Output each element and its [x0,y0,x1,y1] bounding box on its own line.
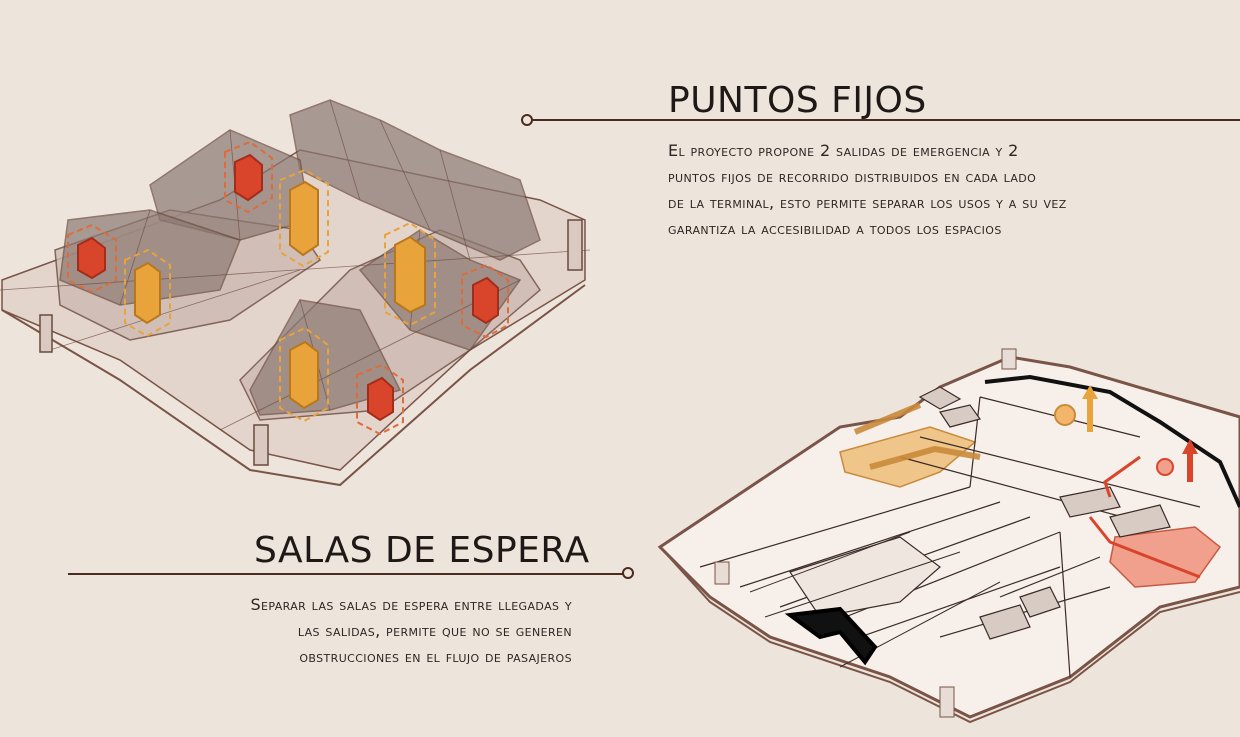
fixed-point-3 [394,235,426,314]
platform-post-2 [253,424,269,466]
floor-plan-post-1 [1001,348,1017,370]
fixed-point-4 [289,340,319,410]
emergency-exit-4 [367,376,394,422]
terminal-axonometric-3d [0,99,591,487]
fixed-point-markers [124,168,436,423]
floor-plan-post-3 [939,686,955,718]
waiting-departures-flow [853,402,981,470]
bus-bay-black-shape [784,606,878,666]
platform-post-3 [567,219,583,271]
floor-plan-post-2 [714,561,730,585]
puntos-fijos-line-4: garantiza la accesibilidad a todos los e… [668,219,1002,238]
puntos-fijos-rule [533,119,1240,121]
platform-post-1 [39,314,53,353]
emergency-exit-4-halo [356,363,404,436]
fixed-point-1 [289,180,319,257]
salas-espera-line-3: obstrucciones en el flujo de pasajeros [299,647,572,666]
salas-espera-rule [68,573,623,575]
fixed-point-arrow [1082,385,1098,432]
terminal-outline-bold [984,374,1240,508]
roof-block-1 [289,99,541,261]
puntos-fijos-title: PUNTOS FIJOS [668,80,927,121]
salas-espera-rule-node [622,567,634,579]
floor-plan-rooms [918,386,1171,640]
emergency-stair [1156,458,1174,476]
platform-edge [1,284,586,487]
fixed-point-stair [1054,404,1076,426]
puntos-fijos-line-2: puntos fijos de recorrido distribuidos e… [668,167,1037,186]
salas-espera-line-1: Separar las salas de espera entre llegad… [250,595,572,614]
fixed-point-1-halo [279,168,329,268]
salas-espera-line-2: las salidas, permite que no se generen [297,621,572,640]
emergency-route [1088,455,1201,579]
puntos-fijos-description: El proyecto propone 2 salidas de emergen… [668,138,1240,242]
fixed-point-4-halo [279,326,329,423]
emergency-exit-markers [67,140,509,436]
terminal-floor-plan [657,348,1240,724]
puntos-fijos-line-3: de la terminal, esto permite separar los… [668,193,1067,212]
salas-espera-title: SALAS DE ESPERA [254,530,590,571]
emergency-exit-1-halo [224,140,273,214]
emergency-exit-2 [77,236,106,280]
floor-plan-edge [659,546,1240,724]
puntos-fijos-line-1: El proyecto propone 2 salidas de emergen… [668,141,1019,160]
waiting-area-arrivals [1109,526,1222,588]
emergency-exit-1 [234,153,263,202]
puntos-fijos-rule-node [521,114,533,126]
emergency-exit-3 [472,276,499,325]
emergency-exit-arrow [1182,439,1198,482]
fixed-point-2 [134,261,161,325]
emergency-exit-2-halo [67,223,117,294]
salas-espera-description: Separar las salas de espera entre llegad… [60,592,572,670]
fixed-point-2-halo [124,248,171,338]
